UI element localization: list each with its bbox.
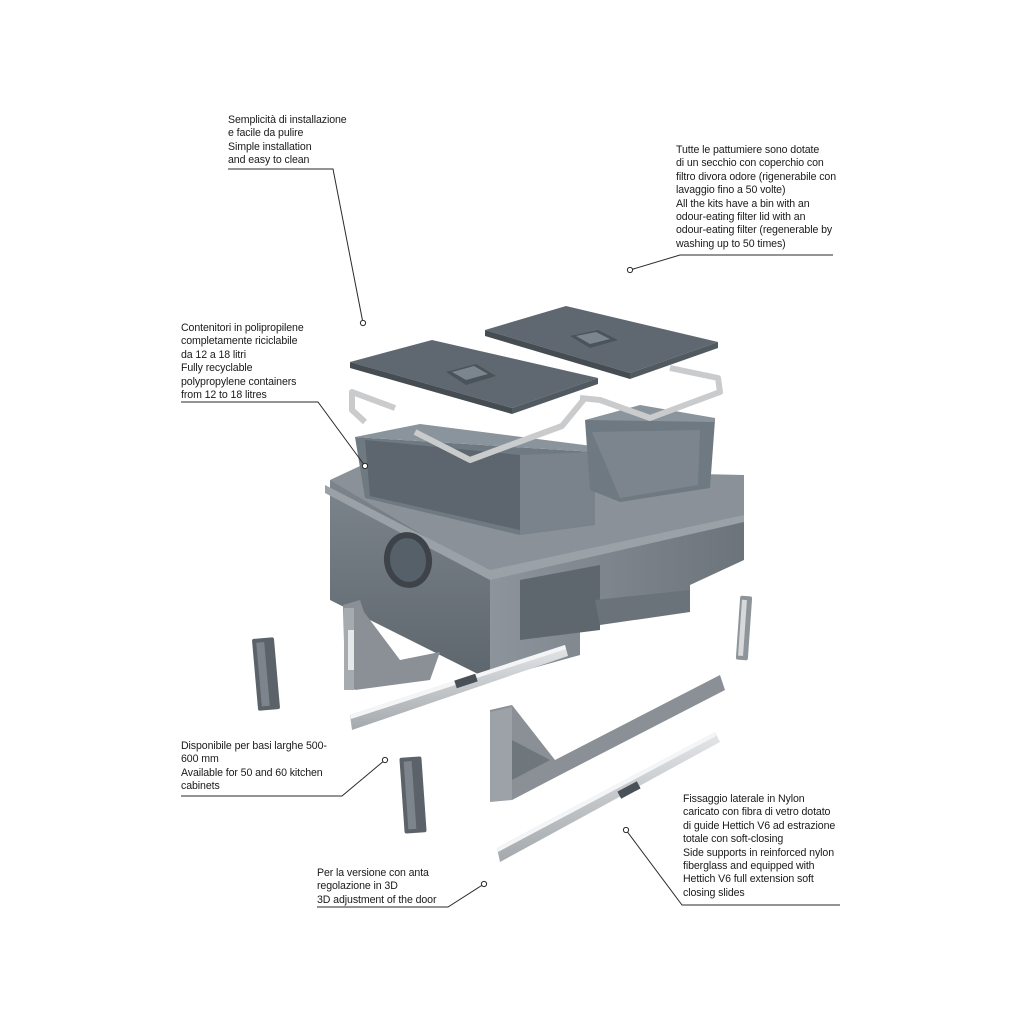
side-bracket-left	[343, 600, 440, 690]
leader-dot-side	[622, 826, 630, 834]
leader-width	[181, 759, 386, 797]
callout-line: regolazione in 3D	[317, 880, 398, 893]
handle-right	[579, 365, 723, 421]
callout-line: Semplicità di installazione	[228, 114, 347, 126]
container-right	[585, 405, 715, 502]
callout-line: cabinets	[181, 780, 220, 793]
cover-clip-left	[252, 637, 280, 711]
leader-side	[625, 829, 840, 906]
leader-dot-bins	[626, 266, 634, 274]
slide-rail-right	[497, 732, 720, 862]
callout-line: 3D adjustment of the door	[317, 893, 437, 906]
callout-line: Side supports in reinforced nylon	[683, 846, 834, 859]
callout-line: polypropylene containers	[181, 375, 297, 388]
callout-line: Fully recyclable	[181, 362, 253, 375]
callout-line: odour-eating filter lid with an	[676, 211, 806, 224]
callout-line: Fissaggio laterale in Nylon	[683, 793, 805, 805]
cover-clip-right	[735, 595, 753, 661]
callout-installation: Semplicità di installazione e facile da …	[228, 114, 347, 168]
callout-line: Contenitori in polipropilene	[181, 322, 304, 334]
lid-right	[485, 306, 718, 379]
callout-line: and easy to clean	[228, 154, 310, 167]
callout-bins: Tutte le pattumiere sono dotate di un se…	[676, 144, 836, 251]
leader-dot-containers	[361, 462, 369, 470]
handle-left	[349, 389, 588, 463]
leader-lines	[181, 168, 840, 908]
leader-dot-width	[381, 756, 389, 764]
callout-line: from 12 to 18 litres	[181, 389, 267, 402]
callout-line: Tutte le pattumiere sono dotate	[676, 144, 820, 156]
callout-line: totale con soft-closing	[683, 833, 784, 846]
callout-cabinet-width: Disponibile per basi larghe 500- 600 mm …	[181, 740, 327, 794]
callout-side-supports: Fissaggio laterale in Nylon caricato con…	[683, 793, 835, 900]
callout-line: Per la versione con anta	[317, 867, 429, 879]
callout-line: Simple installation	[228, 140, 312, 153]
lid-left	[350, 340, 598, 414]
callout-line: washing up to 50 times)	[676, 237, 786, 250]
callout-line: di un secchio con coperchio con	[676, 157, 824, 170]
callout-line: filtro divora odore (rigenerabile con	[676, 170, 837, 183]
leader-installation	[228, 168, 364, 324]
leader-containers	[181, 401, 366, 467]
callout-door-adjustment: Per la versione con anta regolazione in …	[317, 867, 437, 907]
leader-bins	[629, 254, 833, 271]
callout-line: e facile da pulire	[228, 127, 304, 140]
cover-clip-front	[399, 756, 427, 834]
leader-door	[317, 883, 485, 908]
leader-dot-installation	[359, 319, 367, 327]
callout-line: closing slides	[683, 886, 745, 899]
leader-dot-door	[480, 880, 488, 888]
callout-line: da 12 a 18 litri	[181, 348, 246, 361]
callout-line: All the kits have a bin with an	[676, 197, 810, 210]
slide-rail-left	[350, 645, 568, 730]
callout-line: odour-eating filter (regenerable by	[676, 224, 833, 237]
callout-line: Available for 50 and 60 kitchen	[181, 766, 323, 779]
callout-containers: Contenitori in polipropilene completamen…	[181, 322, 304, 402]
callout-line: lavaggio fino a 50 volte)	[676, 184, 786, 197]
callout-line: 600 mm	[181, 753, 219, 766]
callout-line: Hettich V6 full extension soft	[683, 873, 814, 886]
callout-line: caricato con fibra di vetro dotato	[683, 806, 831, 819]
callout-line: di guide Hettich V6 ad estrazione	[683, 819, 836, 832]
callout-line: Disponibile per basi larghe 500-	[181, 740, 327, 752]
callout-line: fiberglass and equipped with	[683, 860, 815, 873]
callout-line: completamente riciclabile	[181, 335, 298, 348]
side-bracket-right	[490, 675, 725, 802]
